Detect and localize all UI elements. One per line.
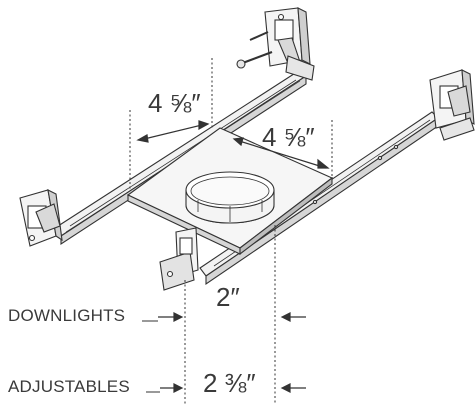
dimension-adjustables: 2 ⅜″ (203, 368, 256, 398)
label-downlights: DOWNLIGHTS (8, 306, 125, 325)
arrow-spacing-left (139, 123, 207, 141)
dimension-downlights: 2″ (216, 282, 240, 312)
dimension-spacing-right: 4 ⅝″ (262, 122, 315, 152)
arrow-spacing-right (235, 139, 327, 169)
dimension-spacing-left: 4 ⅝″ (148, 88, 201, 118)
guide-lines (129, 58, 333, 405)
aperture-collar (185, 171, 275, 224)
dimension-arrows (136, 120, 330, 393)
mounting-bracket-top (236, 7, 315, 81)
mounting-bracket-left (19, 189, 63, 247)
mounting-bracket-right (429, 69, 475, 141)
mounting-bracket-front (159, 227, 199, 291)
label-adjustables: ADJUSTABLES (8, 377, 130, 396)
